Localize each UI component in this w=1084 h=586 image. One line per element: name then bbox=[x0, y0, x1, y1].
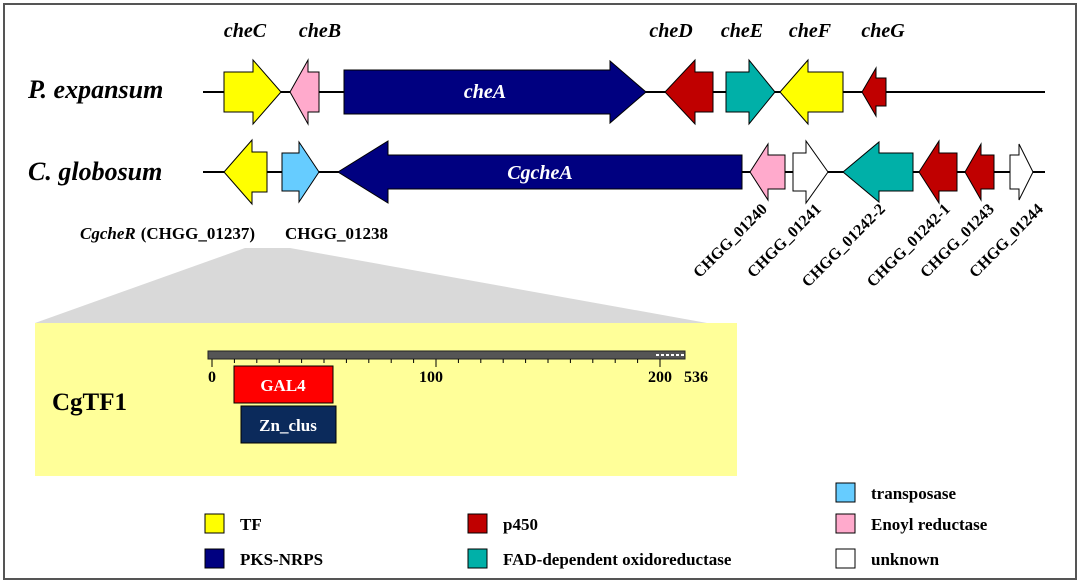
gene-arrow-chea bbox=[343, 59, 647, 125]
gene-arrow-chee bbox=[725, 58, 776, 126]
gene-arrow-cgcher bbox=[223, 138, 268, 206]
gene-arrow-chgg-01242-2 bbox=[842, 140, 914, 204]
gene-arrow-chec bbox=[223, 58, 282, 126]
legend-label-pks-nrps: PKS-NRPS bbox=[240, 550, 323, 569]
gene-arrow-chgg-01243 bbox=[964, 142, 995, 202]
legend-swatch-transposase bbox=[835, 482, 856, 503]
gene-label-cgcher-italic: CgcheR bbox=[80, 224, 136, 243]
legend-swatch-fad bbox=[467, 548, 488, 569]
gene-arrow-cheg bbox=[861, 66, 887, 118]
gene-arrow-chgg-01241 bbox=[792, 139, 829, 205]
legend-swatch-p450 bbox=[467, 513, 488, 534]
tick-label-200: 200 bbox=[648, 369, 672, 386]
gene-arrow-chgg-01240 bbox=[749, 142, 786, 202]
legend-label-enoyl-reductase: Enoyl reductase bbox=[871, 515, 988, 534]
gene-arrow-label-cgchea: CgcheA bbox=[507, 162, 573, 184]
gene-label-cheg: cheG bbox=[861, 20, 905, 42]
legend-label-fad: FAD-dependent oxidoreductase bbox=[503, 550, 732, 569]
p-expansum-genes: cheC cheB cheA cheD cheE cheF cheG bbox=[223, 20, 905, 126]
legend-swatch-enoyl-reductase bbox=[835, 513, 856, 534]
protein-name: CgTF1 bbox=[52, 389, 127, 416]
domain-gal4 bbox=[233, 365, 334, 404]
domain-zn-clus bbox=[240, 405, 337, 444]
zoom-connector bbox=[35, 248, 707, 323]
tick-label-536: 536 bbox=[684, 369, 708, 386]
legend-label-transposase: transposase bbox=[871, 484, 956, 503]
scale-minor-ticks bbox=[211, 359, 661, 367]
tick-label-100: 100 bbox=[419, 369, 443, 386]
gene-arrow-cheb bbox=[289, 58, 320, 126]
gene-label-chef: cheF bbox=[789, 20, 832, 42]
protein-panel bbox=[35, 323, 737, 476]
gene-arrow-chgg-01244 bbox=[1009, 143, 1034, 201]
domain-label-gal4: GAL4 bbox=[260, 376, 306, 395]
gene-label-chec: cheC bbox=[224, 20, 267, 42]
domain-label-zn-clus: Zn_clus bbox=[259, 416, 317, 435]
gene-arrow-chgg-01242-1 bbox=[918, 139, 958, 205]
legend-swatch-tf bbox=[204, 513, 225, 534]
legend-label-unknown: unknown bbox=[871, 550, 940, 569]
gene-label-cgcher-id: (CHGG_01237) bbox=[141, 224, 255, 243]
gene-arrow-ched bbox=[664, 58, 714, 126]
organism-label-c-globosum: C. globosum bbox=[28, 157, 162, 186]
gene-arrow-cgchea bbox=[337, 140, 743, 204]
gene-label-chgg-01238: CHGG_01238 bbox=[285, 224, 388, 243]
gene-arrow-label-chea: cheA bbox=[464, 81, 506, 103]
gene-arrow-chef bbox=[779, 58, 844, 126]
gene-label-chee: cheE bbox=[721, 20, 763, 42]
gene-label-ched: cheD bbox=[649, 20, 692, 42]
legend-swatch-unknown bbox=[835, 548, 856, 569]
gene-label-cgcher: CgcheR (CHGG_01237) bbox=[80, 224, 255, 243]
organism-label-p-expansum: P. expansum bbox=[27, 75, 163, 104]
figure-frame bbox=[3, 3, 1077, 580]
tick-label-0: 0 bbox=[208, 369, 216, 386]
gene-label-cheb: cheB bbox=[299, 20, 341, 42]
protein-scale-bar bbox=[207, 350, 686, 360]
gene-arrow-chgg-01238 bbox=[281, 140, 320, 204]
legend: TF PKS-NRPS p450 FAD-dependent oxidoredu… bbox=[204, 482, 988, 569]
legend-label-p450: p450 bbox=[503, 515, 538, 534]
legend-swatch-pks-nrps bbox=[204, 548, 225, 569]
legend-label-tf: TF bbox=[240, 515, 262, 534]
